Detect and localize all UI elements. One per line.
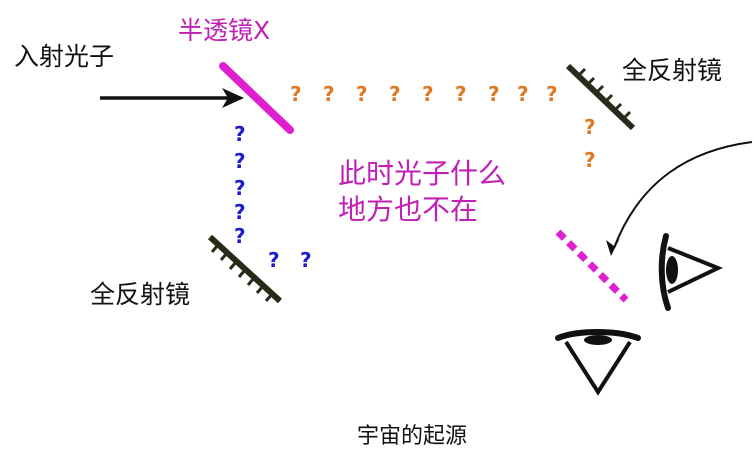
half-mirror-label: 半透镜X [178,16,271,45]
eye-side-icon [658,233,723,311]
question-mark: ? [234,200,246,224]
eye-top-icon [555,329,641,396]
question-mark: ? [234,176,246,200]
question-mark: ? [234,149,246,173]
question-mark: ? [234,224,246,248]
question-mark: ? [356,82,368,106]
question-mark: ? [268,248,280,272]
mirror-label-top-right: 全反射镜 [622,56,723,85]
question-mark: ? [455,82,467,106]
footer-caption: 宇宙的起源 [357,424,468,449]
question-mark: ? [584,148,596,172]
question-mark: ? [517,82,529,106]
statement-line-1: 此时光子什么 [338,157,507,190]
question-mark: ? [323,82,335,106]
incident-photon-label: 入射光子 [14,42,115,71]
dashed-detector-icon [555,229,629,303]
curved-arrow-icon [606,141,753,256]
mirror-label-bottom-left: 全反射镜 [90,280,191,309]
question-mark: ? [546,82,558,106]
question-mark: ? [290,82,302,106]
statement-line-2: 地方也不在 [338,193,479,226]
question-mark: ? [422,82,434,106]
question-mark: ? [389,82,401,106]
full-mirror-icon [207,234,283,304]
question-mark: ? [584,115,596,139]
incident-arrow-icon [100,88,244,108]
half-mirror-icon [219,62,294,134]
full-mirror-icon [565,63,636,131]
question-mark: ? [234,122,246,146]
question-mark: ? [300,248,312,272]
question-mark: ? [488,82,500,106]
